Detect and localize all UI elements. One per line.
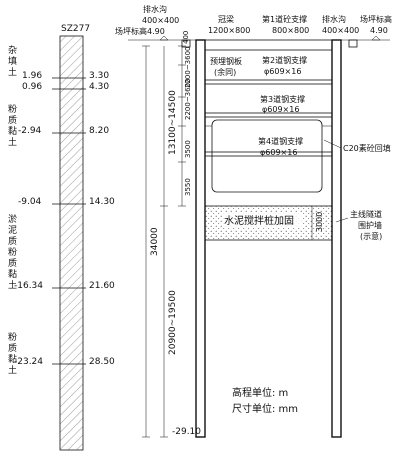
dim-400: 400	[182, 31, 190, 44]
ground-left-label: 场坪标高4.90	[115, 26, 165, 36]
strut2-label: 第2道钢支撑	[262, 55, 307, 65]
layer-elev-4: -9.04	[18, 197, 42, 207]
bottom-section: -29.10 高程单位: m 尺寸单位: mm	[172, 386, 298, 437]
reinforcement-label: 水泥搅拌桩加固	[224, 214, 294, 227]
layer-elev-2: 0.96	[22, 82, 42, 92]
inner-structure	[211, 119, 323, 193]
strut1-label: 第1道砼支撑	[262, 14, 307, 24]
drain-left-label: 排水沟	[143, 4, 167, 14]
layer-elev-3: -2.94	[18, 126, 42, 136]
drain-left-size: 400×400	[142, 16, 179, 25]
drain-right	[348, 39, 358, 48]
drain-right-size: 400×400	[322, 26, 359, 35]
layer-depth-6: 28.50	[89, 357, 115, 367]
layer-elev-1: 1.96	[22, 71, 42, 81]
soil-label-silty-clay-2: 粉质黏土	[8, 331, 17, 376]
crown-beam-size: 1200×800	[208, 26, 250, 35]
top-labels: 排水沟 400×400 场坪标高4.90 冠梁 1200×800 第1道砼支撑 …	[115, 4, 392, 41]
layer-depth-5: 21.60	[89, 281, 115, 291]
strut2-size: φ609×16	[264, 67, 301, 76]
strut-4	[204, 151, 333, 157]
layer-elev-5: -16.34	[14, 281, 43, 291]
steel-sheet-label: 预埋钢板	[210, 56, 242, 66]
drain-right-label: 排水沟	[322, 14, 346, 24]
layer-depth-3: 8.20	[89, 126, 109, 136]
dim-2200-3600-top: 2200~3600	[184, 47, 192, 89]
ground-marker-right	[371, 35, 381, 41]
dim-3550: 3550	[184, 178, 192, 196]
borehole-id: SZ277	[61, 24, 90, 34]
layer-elev-6: -23.24	[14, 357, 43, 367]
ground-marker-left	[159, 35, 169, 41]
strut1-size: 800×800	[272, 26, 309, 35]
layer-depth-4: 14.30	[89, 197, 115, 207]
ground-right-label: 场坪标高	[360, 14, 392, 24]
soil-label-fill: 杂填土	[8, 45, 17, 78]
dim-20900-19500: 20900~19500	[168, 290, 178, 355]
right-wall	[331, 39, 342, 438]
steel-sheet-note: (余同)	[214, 67, 236, 77]
tunnel-label-2: 围护墙	[358, 220, 382, 230]
strut-2	[204, 79, 333, 85]
borehole-column: SZ277 1.96 3.30 0.96 4.30 -2.94 8.20 -9.…	[8, 24, 115, 451]
dim-34000: 34000	[150, 227, 160, 256]
reinforcement-zone: 水泥搅拌桩加固 3000 主线隧道 围护墙 (示意)	[204, 205, 382, 241]
borehole-hatch	[60, 36, 83, 450]
layer-depth-1: 3.30	[89, 71, 109, 81]
elevation-unit: 高程单位: m	[232, 386, 288, 399]
layer-depth-2: 4.30	[89, 82, 109, 92]
left-wall	[195, 39, 206, 438]
drain-left	[181, 39, 191, 48]
dim-3000: 3000	[315, 212, 324, 232]
first-strut	[204, 39, 333, 51]
strut3-size: φ609×16	[262, 105, 299, 114]
ground-right-value: 4.90	[370, 26, 388, 35]
strut3-label: 第3道钢支撑	[260, 94, 305, 104]
strut-3	[204, 112, 333, 118]
dim-3500-a: 3500	[184, 140, 192, 158]
soil-label-silty-clay-1: 粉质黏土	[8, 103, 17, 148]
dimension-lines: 34000 13100~14500 20900~19500 400 2200~3…	[142, 31, 192, 438]
bottom-elevation: -29.10	[172, 427, 201, 437]
strut4-label: 第4道钢支撑	[258, 136, 303, 146]
tunnel-label-1: 主线隧道	[350, 209, 382, 219]
size-unit: 尺寸单位: mm	[232, 402, 298, 415]
tunnel-note: (示意)	[360, 231, 382, 241]
dim-13100-14500: 13100~14500	[168, 90, 178, 155]
strut4-size: φ609×16	[260, 148, 297, 157]
backfill-label: C20素砼回填	[343, 143, 391, 153]
dim-2200-3600-mid: 2200~3600	[184, 79, 192, 121]
soil-label-mucky-clay: 淤泥质粉质黏土	[8, 213, 17, 291]
steel-struts: 预埋钢板 (余同) 第2道钢支撑 φ609×16 第3道钢支撑 φ609×16 …	[204, 55, 391, 193]
crown-beam-label: 冠梁	[218, 15, 234, 24]
